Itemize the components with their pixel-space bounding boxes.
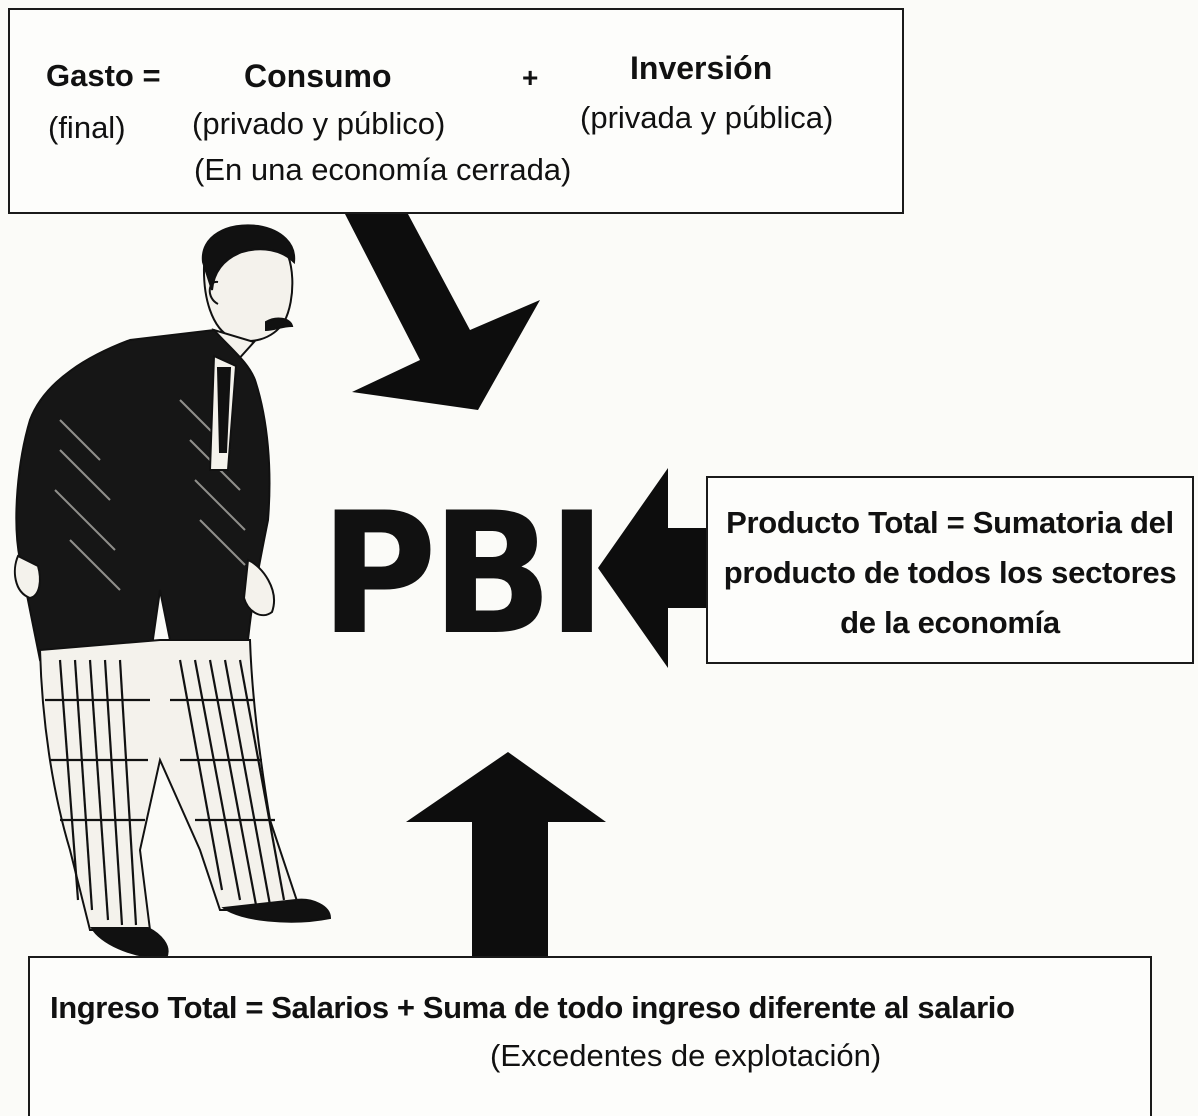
economy-note: (En una economía cerrada) — [194, 152, 572, 187]
consumo-detail: (privado y público) — [192, 106, 446, 141]
gasto-box: Gasto = (final) Consumo (privado y públi… — [8, 8, 904, 214]
arrow-from-producto — [598, 468, 706, 668]
inversion-label: Inversión — [630, 50, 773, 86]
ingreso-box: Ingreso Total = Salarios + Suma de todo … — [28, 956, 1152, 1116]
plus-sign: + — [522, 62, 539, 93]
gasto-qualifier: (final) — [48, 110, 126, 145]
pbi-title: PBI — [320, 476, 607, 672]
producto-text: Producto Total = Sumatoria del producto … — [723, 505, 1177, 640]
arrow-from-ingreso — [406, 752, 606, 958]
arrow-from-gasto — [345, 214, 540, 410]
consumo-label: Consumo — [244, 58, 392, 94]
man-illustration — [13, 224, 332, 960]
ingreso-text: Ingreso Total = Salarios + Suma de todo … — [50, 990, 1015, 1025]
inversion-detail: (privada y pública) — [580, 100, 834, 135]
producto-box: Producto Total = Sumatoria del producto … — [706, 476, 1194, 664]
ingreso-note: (Excedentes de explotación) — [490, 1038, 882, 1073]
gasto-label: Gasto = — [46, 58, 161, 93]
